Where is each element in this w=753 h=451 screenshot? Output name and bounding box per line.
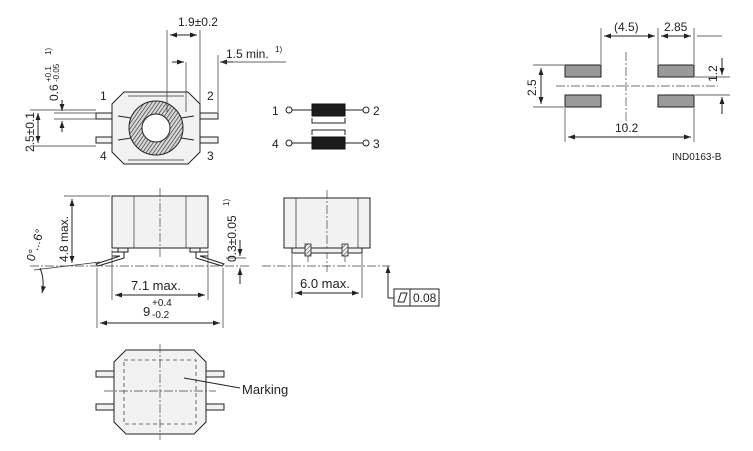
dim-height-label: 4.8 max. [57, 216, 71, 262]
dim-pitch-label: 1.9±0.2 [178, 15, 218, 29]
top-view-pin-1: 1 [100, 89, 107, 103]
side-view: 6.0 max. 0.08 [262, 190, 440, 307]
pad-4 [564, 94, 602, 108]
pad-2 [657, 64, 695, 78]
dim-overall-length-label: 9 [143, 304, 150, 319]
top-view-pin-2: 2 [207, 89, 214, 103]
dim-lead-thickness: 0.6 +0.1 -0.05 1) [44, 48, 96, 132]
marking-label: Marking [242, 382, 288, 397]
flatness-value: 0.08 [413, 291, 437, 305]
pad-height-label: 2.5 [525, 79, 539, 96]
dim-width: 2.5±0.1 [23, 109, 96, 152]
dim-side-width-label: 6.0 max. [300, 276, 350, 291]
pad-span-label: 10.2 [615, 121, 639, 135]
top-view: 1 2 4 3 1.9±0.2 1.5 min. 1) 0.6 + [23, 15, 286, 165]
dim-lead-thickness-tol-minus: -0.05 [52, 63, 61, 82]
pad-3 [657, 94, 695, 108]
schematic-pin-2: 2 [373, 104, 380, 118]
dim-overall-length-tol-minus: -0.2 [152, 310, 170, 321]
schematic-pin-3: 3 [373, 137, 380, 151]
flatness-callout: 0.08 [385, 266, 440, 307]
dim-body-length-label: 7.1 max. [131, 278, 181, 293]
dim-lead-thickness-tol-plus: +0.1 [44, 66, 53, 82]
pad-layout: (4.5) 2.85 2.5 1.2 10.2 IND0163-B [525, 20, 730, 163]
top-view-pin-4: 4 [100, 149, 107, 163]
dim-lead-min: 1.5 min. 1) [172, 45, 286, 112]
schematic-pin-4: 4 [272, 137, 279, 151]
top-view-toroid [128, 100, 184, 156]
dim-width-label: 2.5±0.1 [23, 112, 37, 152]
dim-lead-min-label: 1.5 min. [226, 47, 269, 61]
pad-width-label: 1.2 [706, 65, 720, 82]
pad-pitch-label: (4.5) [614, 20, 639, 34]
dim-standoff-note: 1) [222, 199, 231, 206]
pad-1 [564, 64, 602, 78]
schematic-pin-1: 1 [272, 104, 279, 118]
schematic-winding-top [311, 103, 346, 117]
top-view-pin-3: 3 [207, 149, 214, 163]
dim-lead-min-note: 1) [275, 45, 282, 54]
flatness-icon [397, 292, 408, 303]
dim-lead-thickness-note: 1) [44, 48, 53, 55]
schematic: 1 2 4 3 [272, 103, 380, 151]
front-view: 4.8 max. 0°...6° 0.3±0.05 1) 7.1 max. 9 … [24, 188, 250, 328]
drawing-id: IND0163-B [672, 152, 722, 163]
dim-lead-thickness-label: 0.6 [47, 84, 61, 101]
schematic-winding-bottom [311, 136, 346, 150]
bottom-view: Marking [95, 344, 288, 440]
pad-length-label: 2.85 [664, 20, 688, 34]
dim-angle-label: 0°...6° [24, 227, 48, 263]
dim-standoff-label: 0.3±0.05 [225, 215, 239, 262]
dim-overall-length-tol-plus: +0.4 [152, 298, 172, 309]
dim-pitch: 1.9±0.2 [166, 15, 218, 112]
